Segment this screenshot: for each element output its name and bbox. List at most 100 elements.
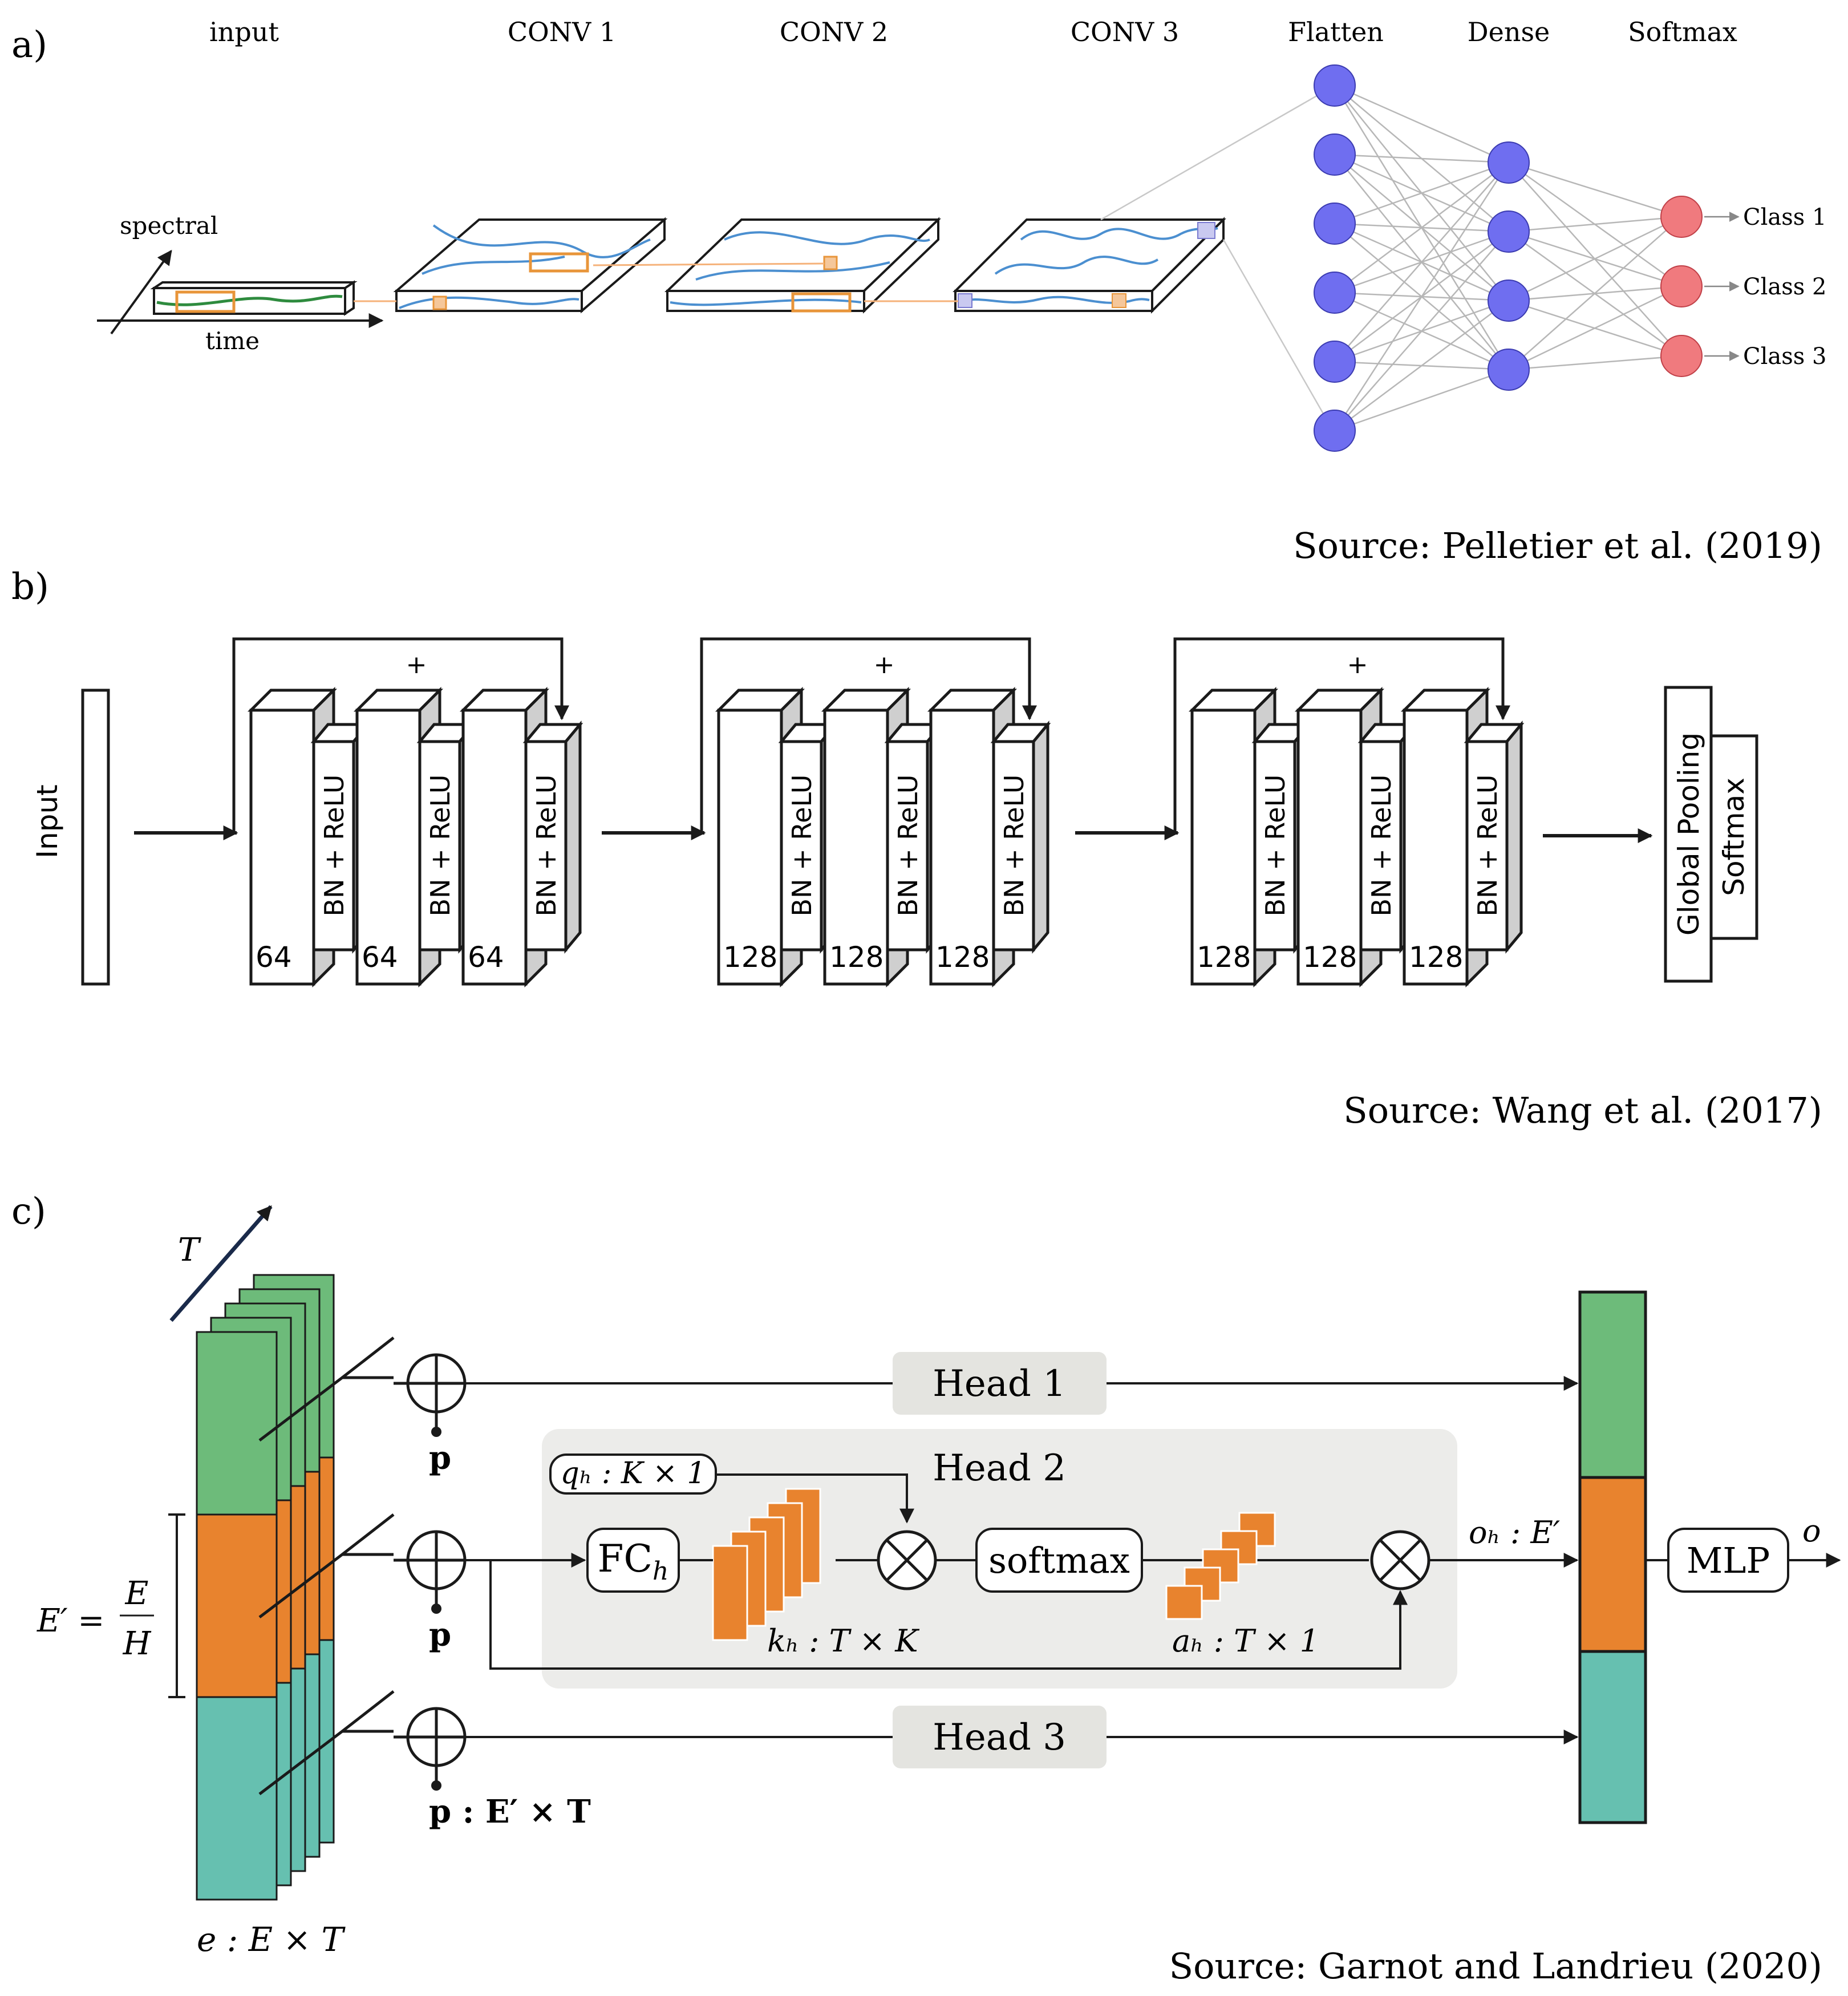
- softmax-node: [1660, 265, 1703, 307]
- class-label-2: Class 2: [1743, 274, 1826, 300]
- panel-a-label: a): [11, 24, 47, 66]
- dense-node: [1488, 210, 1530, 253]
- embedding-stack: [196, 1274, 335, 1901]
- a-label: aₕ : T × 1: [1172, 1623, 1319, 1659]
- bn-relu-label: BN + ReLU: [999, 775, 1030, 917]
- input-block: spectral time: [97, 212, 384, 355]
- nn-edge: [1334, 161, 1509, 294]
- e-frac-den: H: [123, 1625, 152, 1662]
- embedding-sheet: [196, 1331, 278, 1901]
- stage-title-4: Flatten: [1288, 17, 1384, 47]
- class-labels: Class 1 Class 2 Class 3: [1704, 204, 1826, 370]
- nn-edge: [1508, 355, 1682, 371]
- flatten-node: [1314, 133, 1356, 176]
- filter-count: 128: [1409, 941, 1463, 974]
- filter-count: 64: [468, 941, 504, 974]
- conv-layer: 128: [715, 686, 805, 988]
- panel-a-source: Source: Pelletier et al. (2019): [1293, 525, 1822, 566]
- t-arrow: [169, 1205, 273, 1322]
- e-prime-lhs: E′ =: [37, 1602, 104, 1639]
- bn-relu-label: BN + ReLU: [1260, 775, 1291, 917]
- multiply-2-icon: [1370, 1530, 1430, 1590]
- filter-count: 128: [1303, 941, 1357, 974]
- head-row-1: p Head 1: [258, 1337, 1579, 1477]
- softmax-label-c: softmax: [988, 1540, 1130, 1581]
- panel-c-source: Source: Garnot and Landrieu (2020): [1169, 1945, 1822, 1987]
- add-positional-icon: [406, 1530, 467, 1590]
- plus-sign: +: [406, 650, 427, 679]
- add-positional-icon: [406, 1707, 467, 1767]
- k-slice: [712, 1545, 748, 1641]
- bn-relu-layer: BN + ReLU: [884, 720, 945, 954]
- flatten-node: [1314, 272, 1356, 314]
- skip-connection: [232, 637, 569, 833]
- class-label-1: Class 1: [1743, 204, 1826, 230]
- bn-relu-label: BN + ReLU: [787, 775, 817, 917]
- class-label-3: Class 3: [1743, 343, 1826, 370]
- bn-relu-label: BN + ReLU: [319, 775, 350, 917]
- softmax-node: [1660, 335, 1703, 377]
- dense-node: [1488, 349, 1530, 391]
- conv2-block: [664, 217, 941, 314]
- panel-b-label: b): [11, 566, 49, 608]
- o-label: o: [1802, 1513, 1821, 1549]
- e-frac-num: E: [125, 1575, 149, 1612]
- filter-count: 64: [256, 941, 292, 974]
- bn-relu-layer: BN + ReLU: [1464, 720, 1525, 954]
- flatten-node: [1314, 64, 1356, 107]
- nn-edge: [1334, 299, 1509, 432]
- filter-count: 128: [829, 941, 884, 974]
- filter-count: 128: [935, 941, 990, 974]
- p-label: p : E′ × T: [429, 1793, 591, 1831]
- q-label: qₕ : K × 1: [561, 1456, 706, 1491]
- nn-edge: [1508, 285, 1682, 371]
- a-slice: [1165, 1585, 1203, 1620]
- bn-relu-label: BN + ReLU: [425, 775, 456, 917]
- head1-label: Head 1: [933, 1363, 1066, 1405]
- k-label: kₕ : T × K: [767, 1623, 919, 1659]
- nn-edge: [1334, 84, 1509, 164]
- multiply-1-icon: [877, 1530, 937, 1590]
- nn-edge: [1334, 153, 1509, 164]
- nn-edge: [1508, 161, 1682, 218]
- add-positional-icon: [406, 1353, 467, 1414]
- output-column: [1578, 1290, 1647, 1824]
- nn-edge: [1334, 161, 1509, 225]
- e-prime-bracket: [168, 1513, 185, 1698]
- bn-relu-label: BN + ReLU: [531, 775, 562, 917]
- stage-title-1: CONV 1: [508, 17, 616, 47]
- nn-edge: [1508, 216, 1682, 302]
- conv-layer: 64: [353, 686, 444, 988]
- panel-c-label: c): [11, 1191, 46, 1233]
- input-bar: [81, 689, 110, 986]
- plus-sign: +: [1347, 650, 1368, 679]
- conv3-block: [953, 217, 1226, 314]
- head2-label: Head 2: [933, 1447, 1066, 1489]
- softmax-label-b: Softmax: [1717, 778, 1750, 896]
- stage-title-3: CONV 3: [1071, 17, 1179, 47]
- flatten-node: [1314, 203, 1356, 245]
- plus-sign: +: [874, 650, 895, 679]
- p-label: p: [429, 1439, 451, 1477]
- filter-count: 64: [362, 941, 398, 974]
- skip-connection: [700, 637, 1037, 833]
- bn-relu-layer: BN + ReLU: [990, 720, 1051, 954]
- nn-edges: [1334, 84, 1682, 432]
- time-axis-label: time: [205, 327, 260, 355]
- softmax-node: [1660, 196, 1703, 238]
- o-h-label: oₕ : E′: [1469, 1515, 1560, 1550]
- dense-node: [1488, 141, 1530, 184]
- global-pooling-box: [1664, 686, 1713, 983]
- nn-edge: [1334, 231, 1509, 431]
- flatten-node: [1314, 341, 1356, 383]
- res-block-1: +64 BN + ReLU 64 BN + ReLU 64 BN + ReLU: [134, 637, 583, 988]
